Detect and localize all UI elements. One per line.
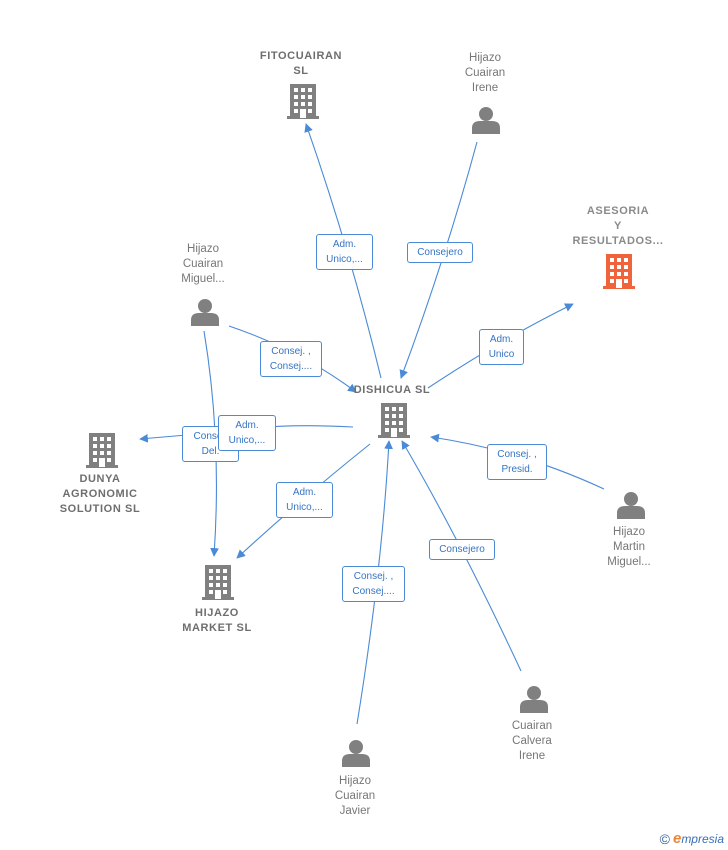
martin-label[interactable]: Hijazo Martin Miguel... [607, 526, 651, 568]
fitocuairan-building-icon[interactable] [287, 84, 319, 119]
irene-label[interactable]: Hijazo Cuairan Irene [464, 52, 506, 94]
market-building-icon[interactable] [202, 565, 234, 600]
edge-label-consej-javier[interactable]: Consej. , Consej.... [342, 566, 405, 602]
asesoria-building-icon[interactable] [603, 254, 635, 289]
miguel-label[interactable]: Hijazo Cuairan Miguel... [181, 243, 225, 285]
edge-label-adm-fitocuairan[interactable]: Adm. Unico,... [316, 234, 373, 270]
brand-logo[interactable]: empresia [673, 830, 724, 847]
dishicua-label[interactable]: DISHICUA SL [353, 384, 431, 396]
dishicua-building-icon[interactable] [378, 403, 410, 438]
edge-label-consej-miguel[interactable]: Consej. , Consej.... [260, 341, 322, 377]
calvera-person-icon[interactable] [520, 686, 548, 713]
irene-person-icon[interactable] [472, 107, 500, 134]
javier-person-icon[interactable] [342, 740, 370, 767]
copyright-symbol: © [659, 830, 670, 847]
edge-label-adm-dunya[interactable]: Adm. Unico,... [218, 415, 276, 451]
edge-label-adm-asesoria[interactable]: Adm. Unico [479, 329, 524, 365]
footer-brand: © empresia [660, 830, 724, 847]
brand-name: mpresia [681, 832, 724, 846]
edge-label-consej-presid-martin[interactable]: Consej. , Presid. [487, 444, 547, 480]
calvera-label[interactable]: Cuairan Calvera Irene [511, 720, 553, 762]
brand-initial: e [672, 830, 682, 847]
miguel-person-icon[interactable] [191, 299, 219, 326]
edge-label-consejero-calvera[interactable]: Consejero [429, 539, 495, 560]
asesoria-label[interactable]: ASESORIA Y RESULTADOS... [572, 205, 664, 247]
dunya-building-icon[interactable] [86, 433, 118, 468]
fitocuairan-label[interactable]: FITOCUAIRAN SL [259, 50, 343, 77]
martin-person-icon[interactable] [617, 492, 645, 519]
edge-label-adm-market[interactable]: Adm. Unico,... [276, 482, 333, 518]
edge-label-consejero-irene[interactable]: Consejero [407, 242, 473, 263]
market-label[interactable]: HIJAZO MARKET SL [182, 607, 252, 634]
dunya-label[interactable]: DUNYA AGRONOMIC SOLUTION SL [59, 473, 141, 515]
javier-label[interactable]: Hijazo Cuairan Javier [334, 775, 376, 817]
